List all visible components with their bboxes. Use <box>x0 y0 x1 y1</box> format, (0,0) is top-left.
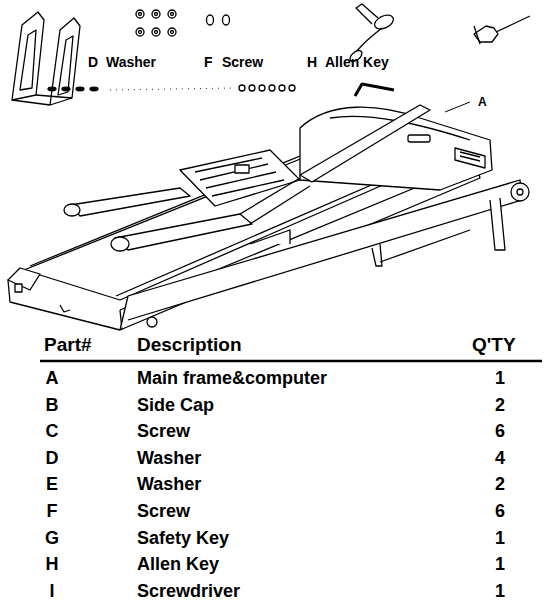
table-cell: Screwdriver <box>137 582 240 600</box>
callout-letter: H <box>307 55 317 69</box>
part-name: Screw <box>222 55 263 69</box>
table-header: Description <box>137 335 242 354</box>
table-header: Part# <box>44 335 92 354</box>
table-cell: H <box>46 555 59 573</box>
table-cell: Side Cap <box>137 396 214 414</box>
table-cell: 2 <box>495 396 505 414</box>
screw-row <box>110 85 295 91</box>
washer-row <box>48 87 98 91</box>
part-name: Allen Key <box>325 55 389 69</box>
table-cell: C <box>46 422 59 440</box>
table-cell: 6 <box>495 502 505 520</box>
washer-icons <box>207 15 230 25</box>
table-cell: 2 <box>495 475 505 493</box>
table-cell: Screw <box>137 502 190 520</box>
table-cell: Screw <box>137 422 190 440</box>
screw-icons <box>136 10 176 36</box>
treadmill-frame <box>8 105 529 330</box>
table-cell: B <box>46 396 59 414</box>
screwdriver-icon <box>474 16 530 44</box>
table-cell: F <box>47 502 58 520</box>
table-cell: 1 <box>495 529 505 547</box>
table-cell: Washer <box>137 449 201 467</box>
table-cell: 4 <box>495 449 505 467</box>
table-cell: Main frame&computer <box>137 369 327 387</box>
table-cell: 1 <box>495 582 505 600</box>
table-cell: 1 <box>495 369 505 387</box>
table-header: Q'TY <box>472 335 516 354</box>
table-cell: 6 <box>495 422 505 440</box>
table-cell: Washer <box>137 475 201 493</box>
table-cell: E <box>46 475 58 493</box>
table-cell: A <box>46 369 59 387</box>
allen-key-icon <box>355 84 394 96</box>
side-cap-icons <box>12 12 80 105</box>
table-cell: Safety Key <box>137 529 229 547</box>
callout-letter: F <box>204 55 213 69</box>
table-cell: 1 <box>495 555 505 573</box>
callout-letter: D <box>88 55 98 69</box>
table-cell: I <box>49 582 54 600</box>
table-cell: Allen Key <box>137 555 219 573</box>
table-cell: G <box>45 529 59 547</box>
table-cell: D <box>46 449 59 467</box>
table-rule <box>40 360 542 363</box>
callout-letter: A <box>478 96 487 108</box>
leader-line <box>445 102 470 112</box>
part-name: Washer <box>106 55 156 69</box>
